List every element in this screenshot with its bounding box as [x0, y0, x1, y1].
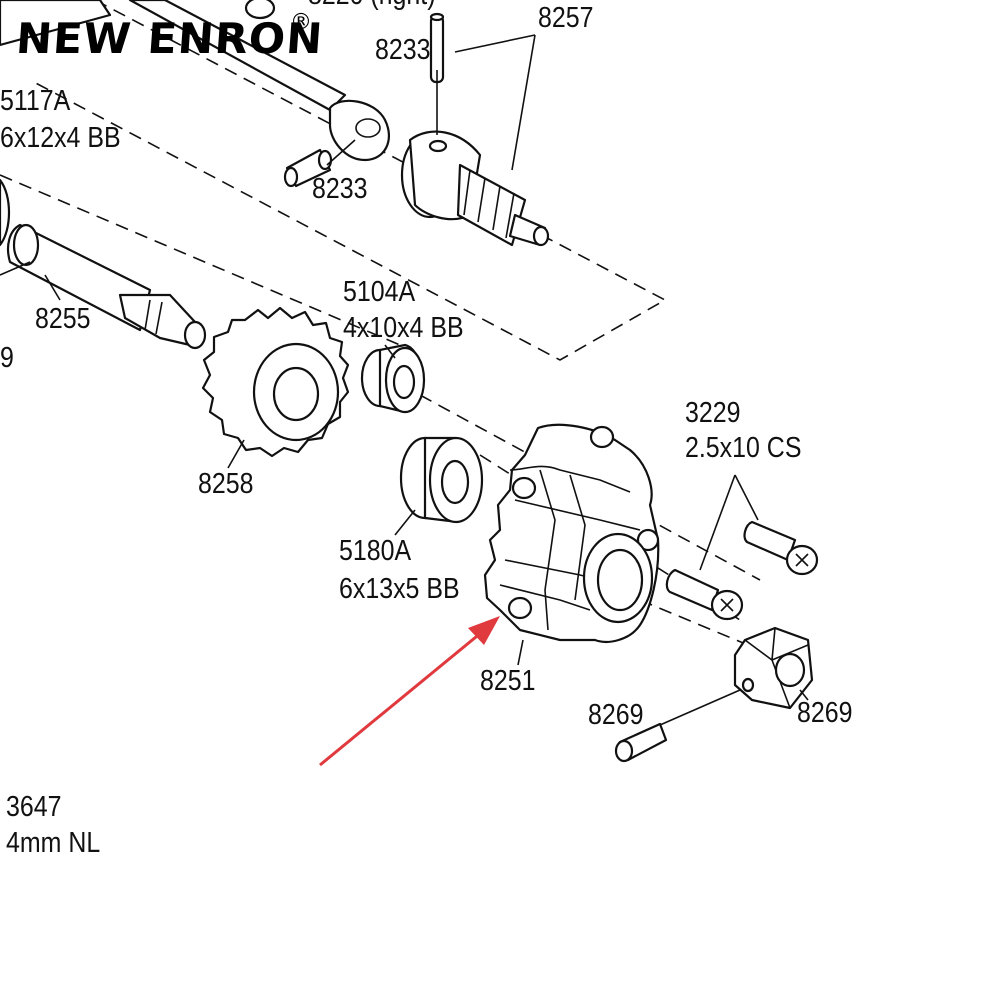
label-5117a-spec: 6x12x4 BB — [0, 122, 121, 154]
label-3647-spec: 4mm NL — [6, 827, 101, 859]
hex-hub-part — [614, 626, 814, 763]
label-8269-pin: 8269 — [588, 699, 644, 731]
label-8258: 8258 — [198, 468, 254, 500]
output-shaft-part — [400, 130, 550, 247]
label-3647: 3647 — [6, 791, 62, 823]
registered-mark: ® — [290, 10, 312, 35]
spur-gear-part — [201, 306, 350, 458]
cap-screws-part — [665, 520, 819, 621]
label-5104a-spec: 4x10x4 BB — [343, 312, 464, 344]
pin-part — [429, 12, 445, 84]
brand-logo: NEW ENRON — [14, 14, 325, 63]
label-3229: 3229 — [685, 397, 741, 429]
label-5180a: 5180A — [339, 535, 412, 567]
label-5104a: 5104A — [343, 276, 416, 308]
label-8233-yoke: 8233 — [312, 173, 368, 205]
gearbox-housing-part — [483, 423, 660, 643]
pointer-arrow — [319, 616, 500, 767]
input-shaft-part — [0, 178, 207, 350]
label-8233-top: 8233 — [375, 34, 431, 66]
label-edge-9: 9 — [0, 342, 14, 374]
leader-lines — [0, 34, 809, 726]
label-5180a-spec: 6x13x5 BB — [339, 573, 460, 605]
outer-shaft-part — [0, 0, 347, 112]
label-8257: 8257 — [538, 2, 594, 34]
yoke-cup-part — [283, 99, 390, 188]
label-5117a: 5117A — [0, 85, 71, 117]
label-8251: 8251 — [480, 665, 536, 697]
label-8269-hub: 8269 — [797, 697, 853, 729]
large-bearing-part — [399, 436, 484, 524]
label-8255: 8255 — [35, 303, 91, 335]
small-bearing-part — [360, 343, 426, 414]
label-3229-spec: 2.5x10 CS — [685, 432, 802, 464]
label-8220: 8220 (right) — [308, 0, 436, 10]
